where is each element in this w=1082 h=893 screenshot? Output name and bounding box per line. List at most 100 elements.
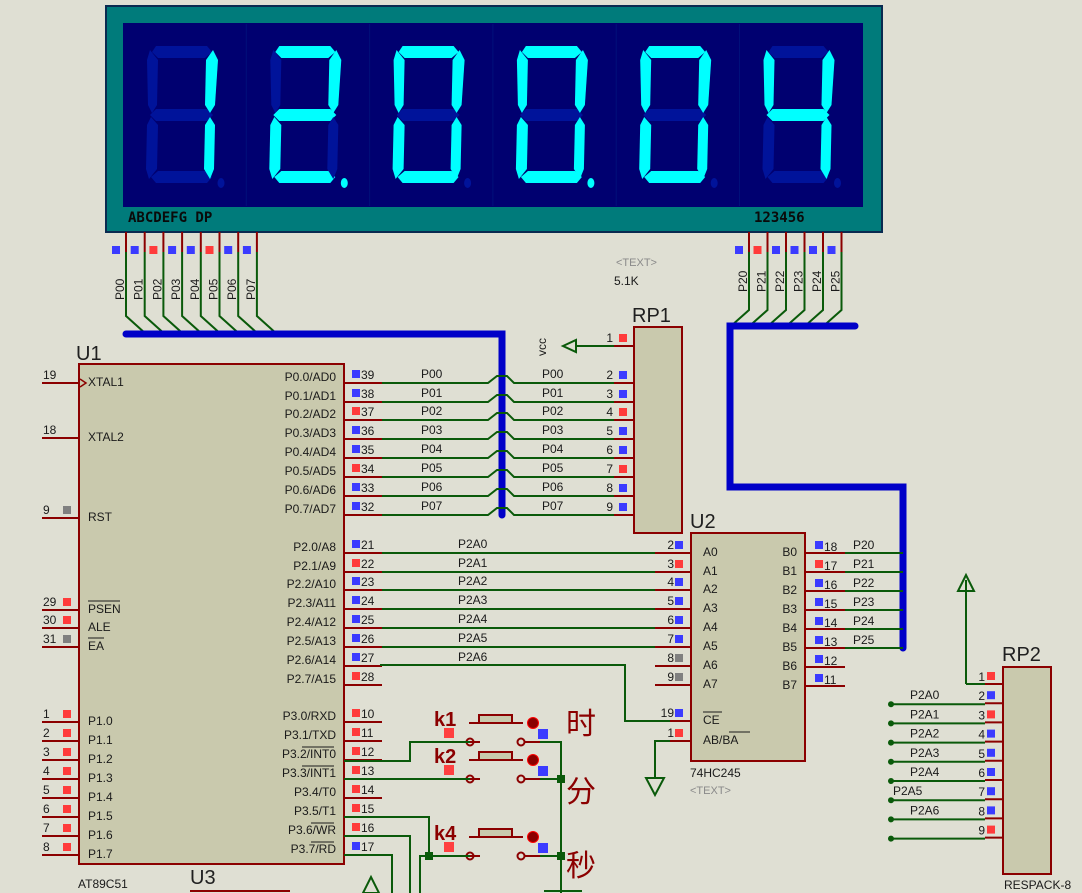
button-actuator[interactable] xyxy=(478,751,513,761)
display-segment-pin[interactable]: P00 xyxy=(112,232,147,335)
display-segment-pin[interactable]: P01 xyxy=(130,232,166,335)
button-actuator[interactable] xyxy=(478,714,513,724)
rp2-resistor-pack[interactable]: RP2 12P2A03P2A14P2A25P2A36P2A47P2A58P2A6… xyxy=(888,572,1071,892)
pushbutton-k2[interactable]: k2分 xyxy=(434,746,596,810)
display-segment-pin[interactable]: P07 xyxy=(242,232,278,335)
rp1-pin-5[interactable]: 5 xyxy=(606,424,634,440)
rp2-pin-1[interactable]: 1 xyxy=(978,670,1003,685)
display-segment-pin[interactable]: P04 xyxy=(186,232,222,335)
display-common-pin[interactable]: P25 xyxy=(822,232,843,327)
display-segment-pin[interactable]: P03 xyxy=(168,232,203,335)
seven-segment-display[interactable]: ABCDEFG DP 123456 xyxy=(105,5,883,233)
display-segment-pin[interactable]: P02 xyxy=(149,232,185,335)
rp1-pin-4[interactable]: 4 xyxy=(606,405,634,421)
rp1-pin-9[interactable]: 9 xyxy=(606,500,634,516)
net-wire-P2A5[interactable]: P2A5 xyxy=(382,631,655,648)
display-common-pin[interactable]: P23 xyxy=(785,232,806,327)
display-common-pin[interactable]: P20 xyxy=(730,232,750,327)
net-wire-P2A3[interactable]: P2A3 xyxy=(382,593,655,610)
net-wire-P2A4[interactable]: P2A4 xyxy=(382,612,655,629)
rp1-pin-6[interactable]: 6 xyxy=(606,443,634,459)
net-wire-P2A2[interactable]: P2A2 xyxy=(382,574,655,591)
net-wire-P2A1[interactable]: P2A1 xyxy=(382,556,655,573)
net-wire-P2A0[interactable]: P2A0 xyxy=(382,537,655,554)
rp1-pin-8[interactable]: 8 xyxy=(606,481,634,497)
display-segment-pin[interactable]: P05 xyxy=(205,232,241,335)
button-actuator[interactable] xyxy=(478,828,513,838)
rp1-pin-3[interactable]: 3 xyxy=(606,387,634,403)
display-common-pin[interactable]: P21 xyxy=(748,232,769,327)
rp1-pin-7[interactable]: 7 xyxy=(606,462,634,478)
pushbutton-k4[interactable]: k4秒 xyxy=(434,823,596,884)
button-probe-icon[interactable] xyxy=(527,717,539,729)
button-probe-icon[interactable] xyxy=(527,754,539,766)
rp1-pin-2[interactable]: 2 xyxy=(606,368,634,384)
bus-p0[interactable] xyxy=(122,330,506,519)
rp1-pin-1[interactable]: 1 xyxy=(606,331,634,347)
display-common-pin[interactable]: P24 xyxy=(804,232,824,327)
button-probe-icon[interactable] xyxy=(527,831,539,843)
